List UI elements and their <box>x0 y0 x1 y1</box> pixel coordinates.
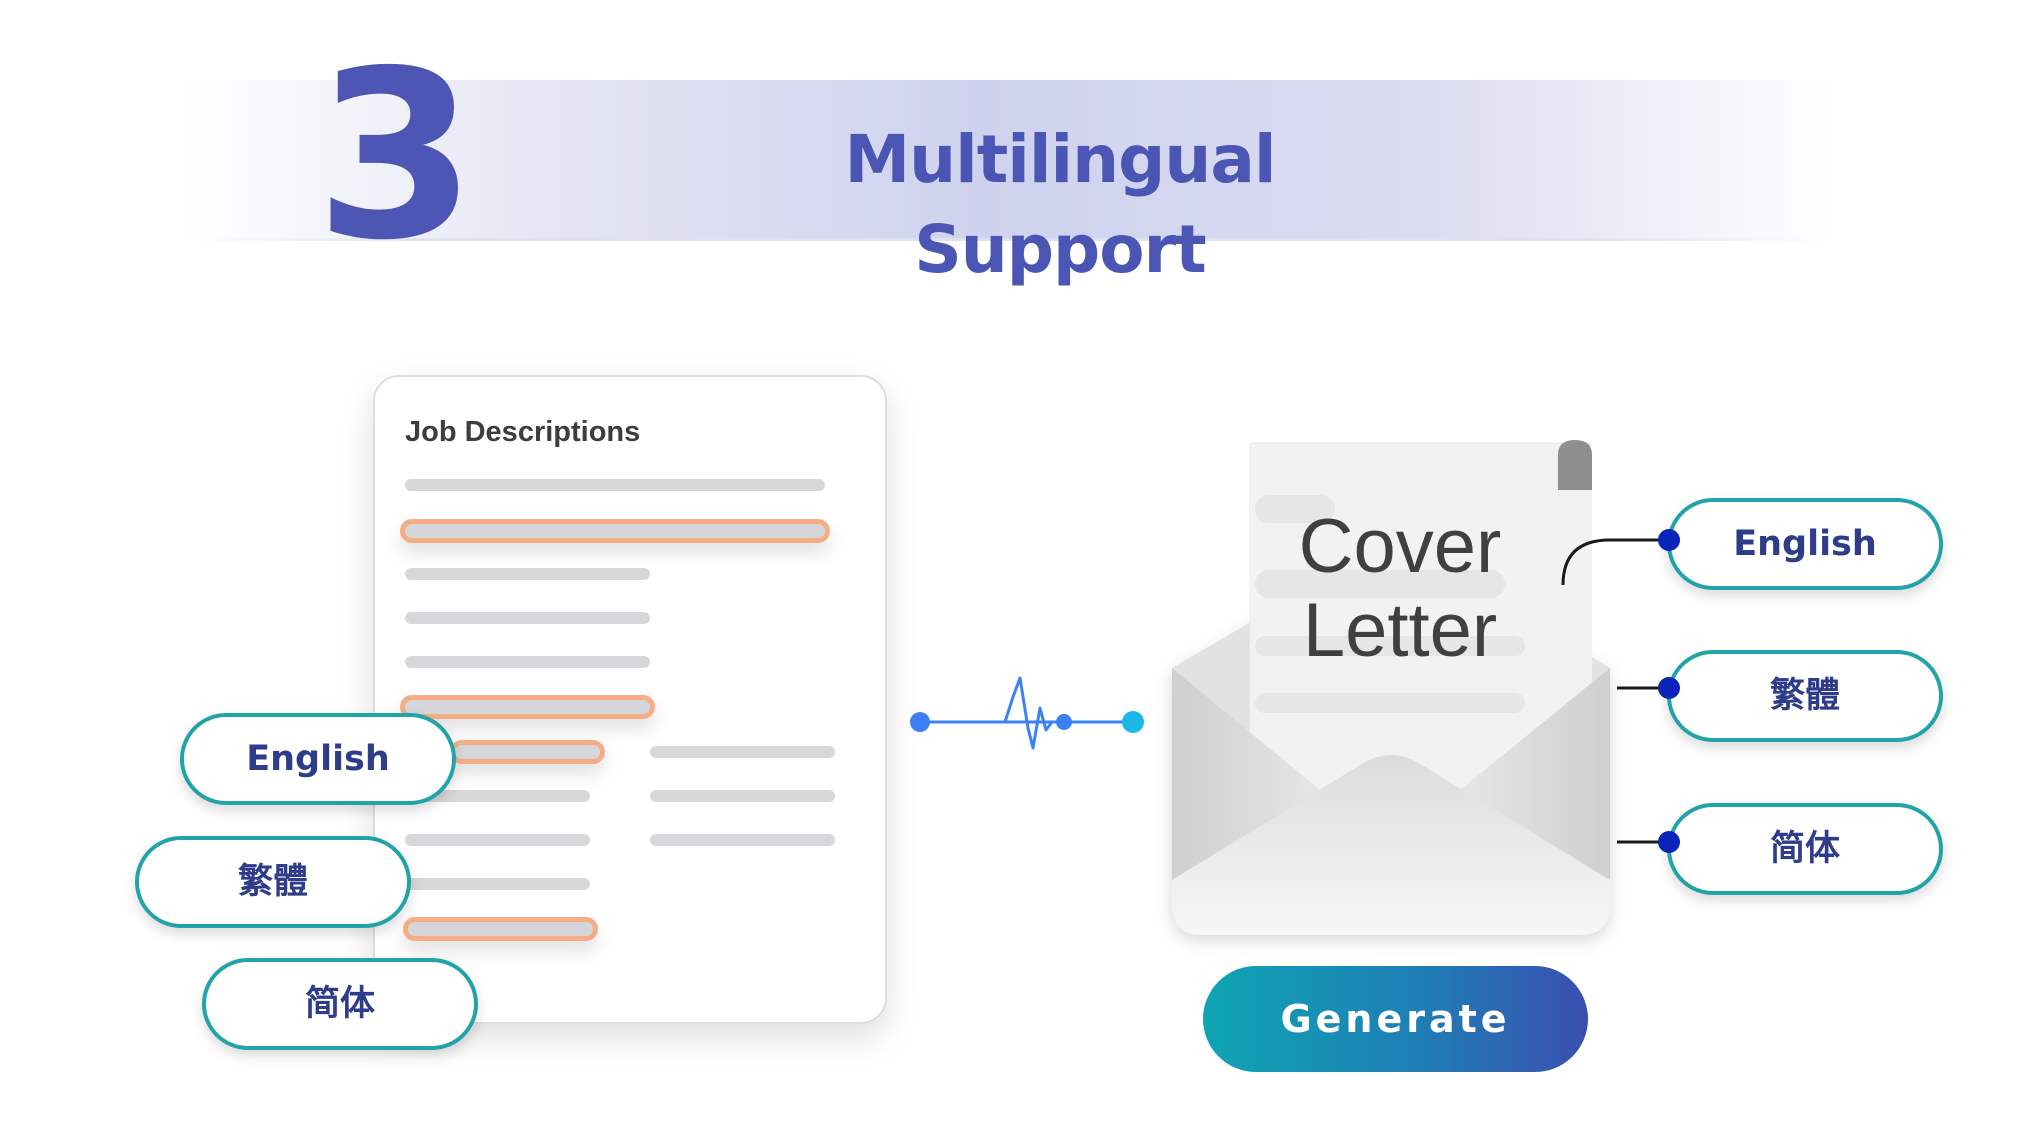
text-line-placeholder <box>405 479 825 491</box>
page-title: Multilingual Support <box>844 121 1276 288</box>
header-divider <box>185 238 1835 241</box>
text-line-placeholder <box>650 790 835 802</box>
input-language-traditional-chinese[interactable]: 繁體 <box>135 836 411 928</box>
text-line-placeholder <box>405 834 590 846</box>
input-language-simplified-chinese[interactable]: 简体 <box>202 958 478 1050</box>
output-language-simplified-chinese[interactable]: 简体 <box>1667 803 1943 895</box>
text-line-placeholder <box>405 790 590 802</box>
cover-letter-label: Cover Letter <box>1250 505 1550 675</box>
cover-letter-line-1: Cover <box>1298 504 1502 589</box>
step-number: 3 <box>315 21 476 291</box>
connector-line <box>910 676 1144 750</box>
highlighted-text-line <box>400 519 830 543</box>
text-line-placeholder <box>405 568 650 580</box>
job-description-title: Job Descriptions <box>405 416 641 448</box>
text-line-placeholder <box>405 656 650 668</box>
output-wires <box>1561 538 1667 844</box>
output-language-english[interactable]: English <box>1667 498 1943 590</box>
cover-letter-line-2: Letter <box>1302 588 1498 673</box>
envelope-front <box>1172 668 1610 935</box>
highlighted-text-line <box>400 695 655 719</box>
highlighted-text-line <box>450 740 605 764</box>
text-line-placeholder <box>405 612 650 624</box>
output-language-traditional-chinese[interactable]: 繁體 <box>1667 650 1943 742</box>
text-line-placeholder <box>650 746 835 758</box>
highlighted-text-line <box>403 917 598 941</box>
text-line-placeholder <box>405 878 590 890</box>
input-language-english[interactable]: English <box>180 713 456 805</box>
generate-button[interactable]: Generate <box>1203 966 1588 1072</box>
header-banner <box>185 80 1835 238</box>
text-line-placeholder <box>650 834 835 846</box>
